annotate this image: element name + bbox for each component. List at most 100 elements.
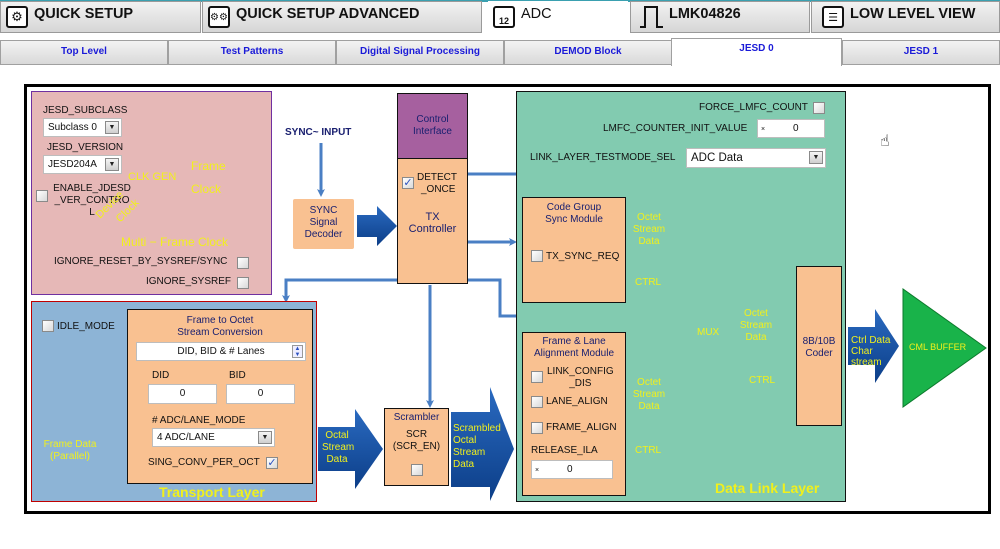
chevron-down-icon[interactable]: ▼: [258, 431, 272, 444]
force-lmfc-count-checkbox[interactable]: [813, 102, 825, 114]
release-ila-input[interactable]: × 0: [531, 460, 613, 479]
label-line: Frame to Octet: [186, 315, 254, 326]
label-line: Decoder: [304, 229, 343, 240]
label-line: Data: [745, 332, 767, 343]
label-line: Interface: [413, 126, 452, 137]
cml-buffer-label: CML BUFFER: [909, 342, 967, 352]
label-line: _DIS: [569, 378, 592, 389]
main-tab-bar: ⚙ QUICK SETUP ⚙⚙ QUICK SETUP ADVANCED 12…: [0, 0, 1000, 34]
label-line: ENABLE_JDESD: [53, 183, 131, 194]
testmode-sel-label: LINK_LAYER_TESTMODE_SEL: [530, 152, 676, 163]
clock-wave-icon: [640, 6, 663, 28]
detect-once-checkbox[interactable]: ✓: [402, 177, 414, 189]
frame-align-label: FRAME_ALIGN: [546, 422, 617, 433]
sing-conv-per-oct-checkbox[interactable]: ✓: [266, 457, 278, 469]
idle-mode-label: IDLE_MODE: [57, 321, 115, 332]
ignore-sysref-checkbox[interactable]: [237, 277, 249, 289]
link-config-dis-checkbox[interactable]: [531, 371, 543, 383]
frame-clock-label-1: Frame: [191, 159, 226, 173]
multi-frame-clock-label: Multi − Frame Clock: [121, 235, 229, 249]
enable-jesd-ver-control-label: ENABLE_JDESD _VER_CONTRO L: [52, 183, 132, 219]
chevron-down-icon[interactable]: ▼: [105, 121, 119, 134]
spinner-arrows-icon[interactable]: ▲▼: [292, 345, 303, 358]
tab-lmk04826[interactable]: LMK04826: [630, 1, 810, 33]
chevron-down-icon[interactable]: ▼: [809, 151, 823, 164]
tab-label: ADC: [521, 6, 552, 22]
tab-adc[interactable]: 12 ADC: [488, 1, 628, 33]
cgs-octet-label: Octet Stream Data: [631, 212, 667, 248]
tab-quick-setup-advanced[interactable]: ⚙⚙ QUICK SETUP ADVANCED: [202, 1, 482, 33]
control-interface-block: Control Interface: [397, 93, 468, 159]
scr-label: SCR (SCR_EN): [385, 429, 448, 453]
cgs-title: Code Group Sync Module: [523, 202, 625, 226]
label-line: Stream: [632, 389, 666, 400]
adc-lane-mode-value: 4 ADC/LANE: [157, 432, 215, 443]
testmode-select[interactable]: ADC Data ▼: [686, 148, 826, 168]
idle-mode-checkbox[interactable]: [42, 320, 54, 332]
adc-lane-mode-select[interactable]: 4 ADC/LANE ▼: [152, 428, 275, 447]
sync-signal-decoder-block: SYNC Signal Decoder: [293, 199, 354, 249]
label-line: Octet: [744, 308, 768, 319]
jesd-version-select[interactable]: JESD204A ▼: [43, 155, 122, 174]
mux-octet-label: Octet Stream Data: [739, 308, 773, 344]
label-line: Code Group: [546, 202, 602, 213]
clk-gen-label: CLK GEN: [128, 171, 177, 183]
bid-input[interactable]: 0: [226, 384, 295, 404]
jesd-subclass-select[interactable]: Subclass 0 ▼: [43, 118, 122, 137]
tab-label: LOW LEVEL VIEW: [850, 6, 976, 22]
jesd-block-diagram: JESD_SUBCLASS Subclass 0 ▼ JESD_VERSION …: [24, 84, 991, 514]
label-line: Frame Data: [43, 439, 97, 450]
lmfc-counter-init-input[interactable]: × 0: [757, 119, 825, 138]
did-input[interactable]: 0: [148, 384, 217, 404]
subtab-jesd-0[interactable]: JESD 0: [671, 38, 842, 66]
cgs-ctrl-label: CTRL: [635, 277, 662, 288]
fla-octet-label: Octet Stream Data: [631, 377, 667, 413]
spinner-value: DID, BID & # Lanes: [177, 346, 265, 357]
lane-align-checkbox[interactable]: [531, 396, 543, 408]
clear-x-icon[interactable]: ×: [535, 467, 540, 474]
tab-low-level-view[interactable]: ☰ LOW LEVEL VIEW: [811, 1, 1000, 33]
subtab-demod-block[interactable]: DEMOD Block: [504, 40, 672, 65]
label-line: Control: [416, 114, 449, 125]
lmfc-counter-init-label: LMFC_COUNTER_INIT_VALUE: [603, 123, 748, 134]
label-line: Stream: [632, 224, 666, 235]
tx-controller-label: TX Controller: [398, 211, 467, 235]
label-line: Stream: [453, 447, 486, 458]
clear-x-icon[interactable]: ×: [761, 126, 766, 133]
label-line: LINK_CONFIG: [547, 366, 614, 377]
did-bid-lanes-spinner[interactable]: DID, BID & # Lanes ▲▼: [136, 342, 306, 361]
frame-to-octet-block: Frame to Octet Stream Conversion DID, BI…: [127, 309, 313, 484]
label-line: Scrambled: [453, 423, 501, 434]
subtab-top-level[interactable]: Top Level: [0, 40, 168, 65]
adc-icon: 12: [493, 6, 515, 28]
label-line: stream: [851, 357, 882, 368]
chevron-down-icon[interactable]: ▼: [105, 158, 119, 171]
lmfc-counter-init-value: 0: [793, 123, 799, 134]
label-line: Stream Conversion: [177, 327, 263, 338]
subtab-jesd-1[interactable]: JESD 1: [842, 40, 1000, 65]
frame-align-checkbox[interactable]: [531, 422, 543, 434]
tab-quick-setup[interactable]: ⚙ QUICK SETUP: [0, 1, 201, 33]
sub-tab-bar: Top Level Test Patterns Digital Signal P…: [0, 38, 1000, 66]
label-line: Octet: [637, 377, 661, 388]
fla-title: Frame & Lane Alignment Module: [523, 336, 625, 360]
label-line: Char: [851, 346, 873, 357]
scr-en-checkbox[interactable]: [411, 464, 423, 476]
ignore-reset-checkbox[interactable]: [237, 257, 249, 269]
frame-to-octet-title: Frame to Octet Stream Conversion: [128, 315, 312, 339]
label-line: L: [89, 207, 95, 218]
tx-to-transport-line: [282, 278, 397, 303]
sync-input-label: SYNC~ INPUT: [285, 127, 352, 138]
enable-jesd-ver-control-checkbox[interactable]: [36, 190, 48, 202]
lane-align-label: LANE_ALIGN: [546, 396, 608, 407]
gear-icon: ⚙: [6, 6, 28, 28]
label-line: Frame & Lane: [542, 336, 606, 347]
tab-label: QUICK SETUP ADVANCED: [236, 6, 420, 22]
detect-once-label: DETECT _ONCE: [417, 172, 457, 196]
transport-layer-title: Transport Layer: [159, 484, 265, 500]
testmode-value: ADC Data: [691, 152, 743, 164]
tx-sync-req-checkbox[interactable]: [531, 250, 543, 262]
subtab-test-patterns[interactable]: Test Patterns: [168, 40, 336, 65]
subtab-digital-signal-processing[interactable]: Digital Signal Processing: [336, 40, 504, 65]
tab-label: QUICK SETUP: [34, 6, 134, 22]
